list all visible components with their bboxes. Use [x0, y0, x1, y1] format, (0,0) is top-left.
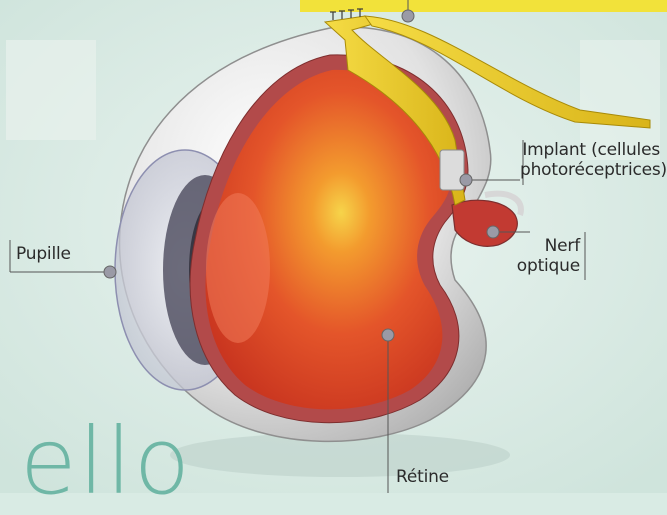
- decorative-title-text: ello: [20, 408, 192, 515]
- nerf-label-line1: Nerf: [500, 236, 580, 256]
- eye-diagram: Implant (cellules photoréceptrices) Pupi…: [0, 0, 667, 493]
- lens: [206, 193, 270, 343]
- nerf-optique-label: Nerf optique: [500, 236, 580, 276]
- implant-label-line2: photoréceptrices): [520, 160, 660, 180]
- pupille-label: Pupille: [16, 244, 71, 264]
- implant-label: Implant (cellules photoréceptrices): [520, 140, 660, 180]
- bg-ghost-shape: [6, 40, 96, 140]
- nerf-label-line2: optique: [500, 256, 580, 276]
- implant-label-line1: Implant (cellules: [520, 140, 660, 160]
- implant-chip: [440, 150, 464, 190]
- retine-label: Rétine: [396, 467, 449, 487]
- top-yellow-band: [300, 0, 667, 12]
